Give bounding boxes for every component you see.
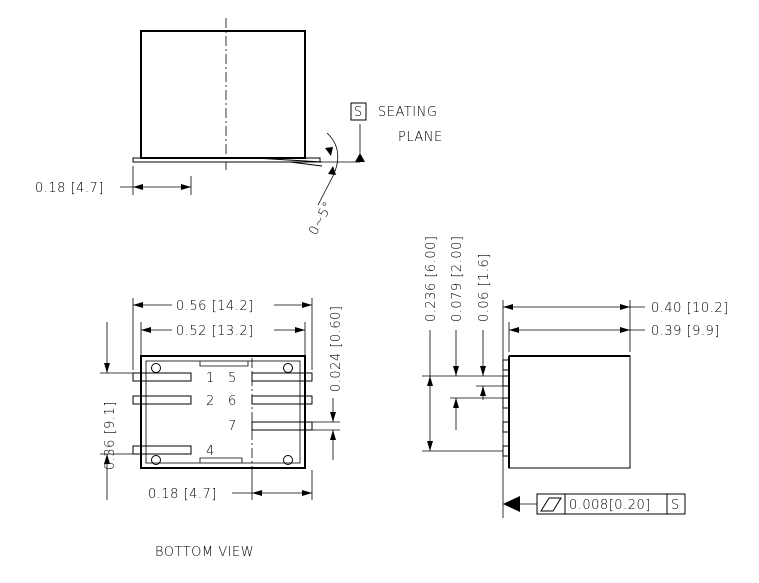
bottom-offset-arrow-left <box>252 490 262 496</box>
h06-arrow-bottom <box>480 386 486 396</box>
pin-number: 5 <box>228 371 237 386</box>
height-dim-text: 0.36 [9.1] <box>103 401 118 470</box>
height-arrow-top <box>104 363 110 373</box>
width-inner-arrow-right <box>295 327 305 333</box>
bottom-offset-dim-text: 0.18 [4.7] <box>148 487 217 502</box>
h079-arrow-bottom <box>453 398 459 408</box>
pin-lead <box>251 421 313 431</box>
height-arrow-bottom <box>104 454 110 464</box>
seating-datum-box <box>350 102 367 121</box>
angle-dim-text: 0~5° <box>306 199 336 238</box>
pin-number: 2 <box>206 394 215 409</box>
angle-arrow-top <box>325 147 333 156</box>
flatness-datum-text: S <box>671 498 680 513</box>
depth-inner-arrow-left <box>509 327 519 333</box>
side-view-lead-tilt <box>254 157 323 167</box>
side-offset-dim-text: 0.18 [4.7] <box>35 181 104 196</box>
parallelogram-icon <box>540 497 562 512</box>
bottom-view-notch-top <box>199 361 249 367</box>
h079-text: 0.079 [2.00] <box>450 236 465 322</box>
seating-label-line-2: PLANE <box>398 130 443 145</box>
side-view: S SEATING PLANE 0.18 [4.7] 0~5° <box>35 18 443 238</box>
pin-lead <box>132 395 192 405</box>
pin-lead <box>251 372 313 382</box>
pin-lead <box>251 395 313 405</box>
angle-leader <box>317 175 334 206</box>
bottom-view-inner-frame <box>145 360 301 464</box>
seating-plane-datum-arrow <box>355 153 365 162</box>
h236-arrow-bottom <box>427 441 433 451</box>
side-view-body <box>140 30 306 159</box>
h236-arrow-top <box>427 376 433 386</box>
bottom-view-caption: BOTTOM VIEW <box>155 545 254 560</box>
flatness-datum-arrow <box>503 496 520 512</box>
h079-arrow-top <box>453 366 459 376</box>
depth-inner-text: 0.39 [9.9] <box>651 324 720 339</box>
bottom-offset-arrow-right <box>302 490 312 496</box>
corner-hole <box>151 455 161 465</box>
width-outer-text: 0.56 [14.2] <box>176 299 254 314</box>
depth-outer-arrow-left <box>503 304 513 310</box>
pin-thick-arrow-bottom <box>330 430 336 440</box>
width-outer-arrow-right <box>302 302 312 308</box>
pin-thick-arrow-top <box>330 412 336 422</box>
h236-text: 0.236 [6.00] <box>424 236 439 322</box>
corner-hole <box>151 363 161 373</box>
depth-outer-arrow-right <box>620 304 630 310</box>
h06-text: 0.06 [1.6] <box>477 253 492 322</box>
bottom-view-notch-bottom <box>199 457 243 463</box>
pin-number: 4 <box>206 444 215 459</box>
width-inner-arrow-left <box>141 327 151 333</box>
width-outer-arrow-left <box>133 302 143 308</box>
width-inner-text: 0.52 [13.2] <box>176 324 254 339</box>
corner-hole <box>283 455 293 465</box>
corner-hole <box>283 363 293 373</box>
pin-number: 1 <box>206 371 215 386</box>
side-offset-arrow <box>133 184 143 190</box>
seating-label-line-1: SEATING <box>378 105 437 120</box>
pin-number: 6 <box>228 394 237 409</box>
depth-outer-text: 0.40 [10.2] <box>651 301 729 316</box>
pin-lead <box>132 372 192 382</box>
bottom-view-body <box>140 355 306 469</box>
bottom-view: 1 2 4 5 6 7 0.56 [14.2] 0.52 [13.2] 0.36… <box>100 298 344 560</box>
end-view-body <box>508 355 631 469</box>
end-view: 0.40 [10.2] 0.39 [9.9] 0.236 [6.00] 0.07… <box>422 236 729 518</box>
flatness-value-text: 0.008[0.20] <box>569 498 651 513</box>
pin-lead <box>132 445 192 455</box>
h06-arrow-top <box>480 366 486 376</box>
depth-inner-arrow-right <box>620 327 630 333</box>
angle-arrow-bottom <box>328 166 336 175</box>
side-offset-arrow-right <box>181 184 191 190</box>
seating-datum-letter: S <box>354 105 363 120</box>
pin-number: 7 <box>228 419 237 434</box>
flatness-frame <box>536 493 686 515</box>
pin-thick-dim-text: 0.024 [0.60] <box>329 306 344 392</box>
